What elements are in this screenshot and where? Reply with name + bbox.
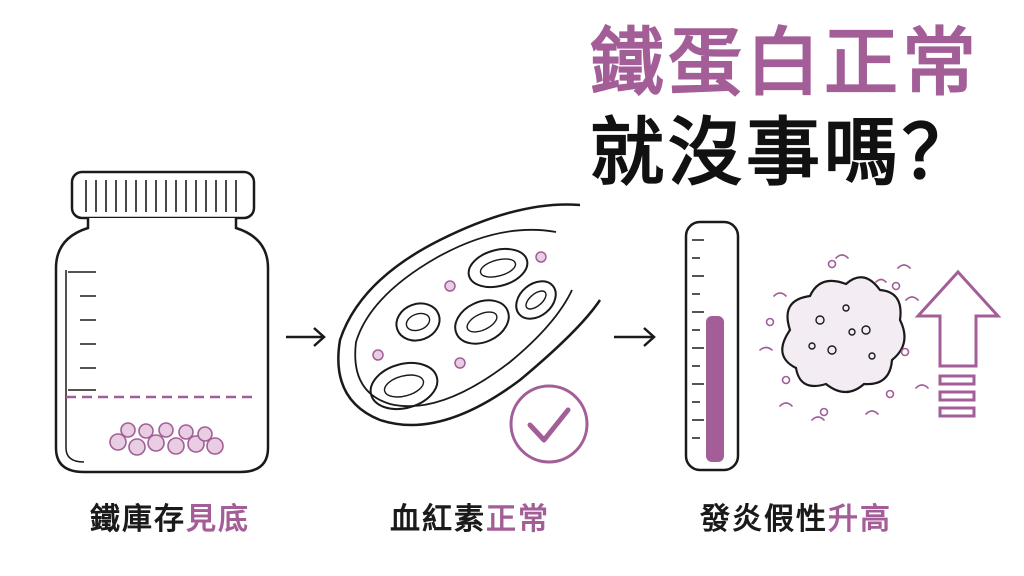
iron-pellets (109, 422, 224, 456)
inflammation-icon (759, 254, 929, 421)
flow-arrow-2 (614, 327, 656, 347)
step-label-hemoglobin: 血紅素正常 (390, 502, 550, 537)
check-icon (509, 384, 589, 464)
headline-line-2: 就沒事嗎？ (590, 110, 980, 196)
step-label-iron-storage: 鐵庫存見底 (90, 502, 250, 537)
step-label-inflammation: 發炎假性升高 (700, 502, 892, 537)
storage-jar-icon (54, 170, 270, 474)
blood-vessel-icon (337, 203, 602, 427)
headline-line-1: 鐵蛋白正常 (590, 20, 980, 106)
up-arrow-icon (914, 269, 1002, 418)
thermometer-icon (684, 220, 740, 472)
flow-arrow-1 (286, 327, 326, 347)
headline: 鐵蛋白正常 就沒事嗎？ (590, 18, 980, 198)
